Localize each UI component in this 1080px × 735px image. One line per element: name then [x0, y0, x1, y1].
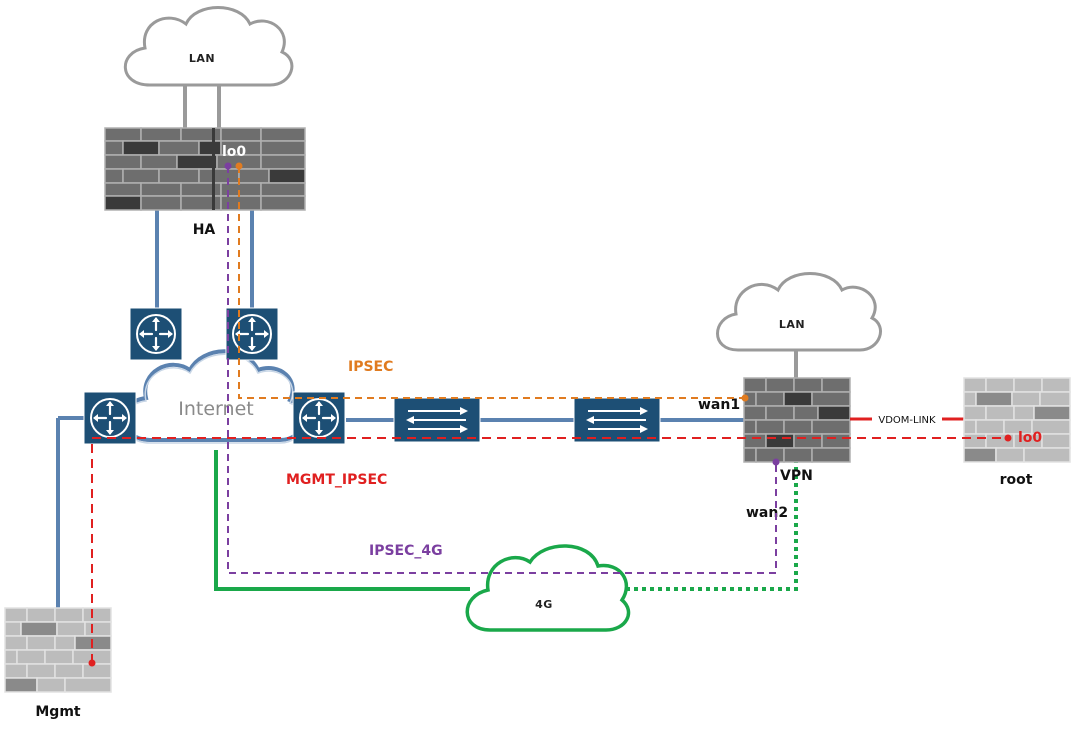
firewall-ha[interactable]: lo0	[104, 127, 306, 211]
cloud-4g: 4G	[465, 544, 631, 632]
link-internet-4g	[214, 450, 470, 591]
link-4g	[214, 450, 798, 591]
vpn-label: VPN	[780, 468, 813, 484]
firewall-vpn[interactable]	[743, 377, 851, 463]
tunnel-ipsec-4g	[227, 166, 777, 574]
tunnel-mgmt-ipsec	[91, 437, 1008, 663]
firewall-mgmt[interactable]	[4, 607, 112, 693]
switch-1[interactable]	[393, 397, 481, 443]
cloud-lan-top: LAN	[123, 6, 294, 87]
ha-lo0-label: lo0	[222, 144, 246, 160]
router-mgmt[interactable]	[82, 390, 138, 446]
mgmt-ipsec-endpoint-mgmt	[88, 659, 96, 667]
cloud-4g-label: 4G	[535, 598, 553, 611]
router-ha-right[interactable]	[224, 306, 280, 362]
ipsec4g-endpoint-wan2	[772, 458, 780, 466]
router-ha-left[interactable]	[128, 306, 184, 362]
root-lo0-label: lo0	[1018, 430, 1042, 446]
root-label: root	[1000, 472, 1033, 488]
cloud-lan-right-label: LAN	[779, 318, 805, 331]
firewall-root[interactable]	[963, 377, 1071, 463]
tunnel-ipsec-label: IPSEC	[348, 359, 393, 375]
mgmt-label: Mgmt	[35, 704, 81, 720]
router-internet-edge[interactable]	[291, 390, 347, 446]
mgmt-ipsec-endpoint-root	[1004, 434, 1012, 442]
ipsec4g-endpoint-ha	[224, 162, 232, 170]
ipsec-endpoint-wan1	[741, 394, 749, 402]
tunnel-mgmt-ipsec-label: MGMT_IPSEC	[286, 472, 387, 488]
ha-label: HA	[193, 222, 216, 238]
vpn-wan2-label: wan2	[746, 505, 788, 521]
cloud-lan-right: LAN	[716, 272, 882, 352]
switch-2[interactable]	[573, 397, 661, 443]
physical-links	[56, 85, 798, 608]
vpn-wan1-label: wan1	[698, 397, 740, 413]
tunnel-ipsec	[238, 166, 745, 399]
cloud-internet-label: Internet	[178, 398, 253, 420]
vdom-link-label: VDOM-LINK	[878, 415, 936, 426]
cloud-lan-top-label: LAN	[189, 52, 215, 65]
link-4g-vpn-wan2	[618, 462, 798, 591]
tunnel-ipsec-4g-label: IPSEC_4G	[369, 543, 443, 559]
ipsec-endpoint-ha	[235, 162, 243, 170]
